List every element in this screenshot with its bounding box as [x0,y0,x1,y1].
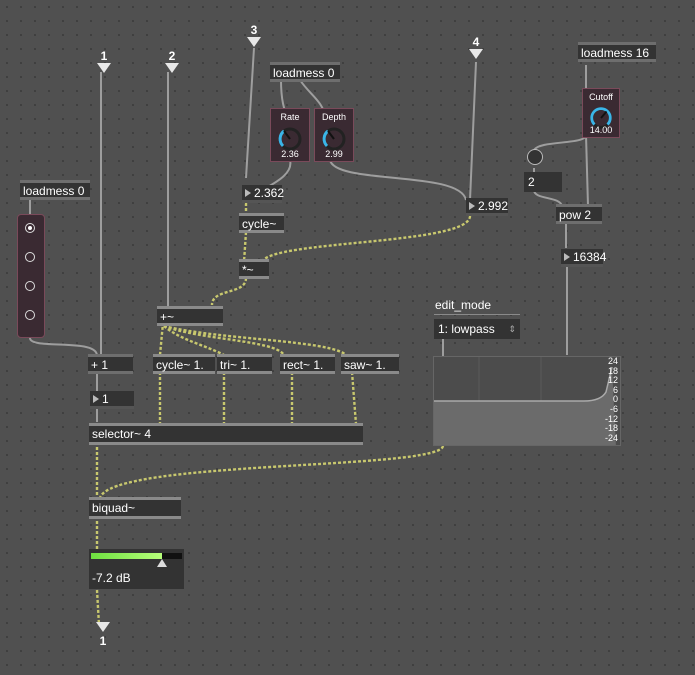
edit-mode-menu[interactable]: 1: lowpass ⇕ [434,319,520,339]
filter-graph[interactable]: 24 18 12 6 0 -6 -12 -18 -24 [433,356,621,446]
depth-knob-icon [322,127,346,151]
meter-level-bar [91,553,162,559]
gain-value: -7.2 dB [92,571,131,585]
edit-mode-selected: 1: lowpass [438,322,495,336]
multiply-object[interactable]: *~ [239,259,269,279]
cutoff-dial[interactable]: Cutoff 14.00 [582,88,620,138]
toggle-number[interactable]: 2 [524,172,562,192]
add-object[interactable]: +~ [157,306,223,326]
edit-mode-divider [434,314,520,315]
db-tick: -12 [604,413,618,424]
db-tick: 6 [612,384,618,395]
pow-object[interactable]: pow 2 [556,204,602,224]
loadmess-cutoff[interactable]: loadmess 16 [578,42,656,62]
inlet-3[interactable]: 3 [244,24,264,48]
inlet-arrow-icon [165,63,179,73]
rate-knob-icon [278,127,302,151]
outlet-1[interactable]: 1 [93,622,113,648]
toggle-button[interactable] [527,149,543,165]
tri-object[interactable]: tri~ 1. [217,354,272,374]
saw-object[interactable]: saw~ 1. [341,354,399,374]
loadmess-wave[interactable]: loadmess 0 [20,180,90,200]
gain-slider-handle-icon[interactable] [157,559,167,567]
outlet-arrow-icon [96,622,110,632]
cycle-lfo-object[interactable]: cycle~ [239,213,284,233]
inlet-1[interactable]: 1 [94,50,114,74]
depth-label: Depth [321,112,347,122]
rate-value: 2.36 [281,149,299,159]
meter-track [91,553,182,559]
cutoff-knob-icon [590,107,612,129]
depth-number[interactable]: 2.992 [466,198,508,216]
db-tick: -18 [604,423,618,434]
radio-option-4[interactable] [25,310,35,320]
depth-value: 2.99 [325,149,343,159]
cutoff-value: 14.00 [589,125,613,135]
updown-arrows-icon: ⇕ [508,324,516,334]
db-tick: -24 [604,432,618,443]
db-tick: 0 [612,394,618,405]
inlet-arrow-icon [97,63,111,73]
waveform-index-number[interactable]: 1 [90,391,134,409]
cycle-object[interactable]: cycle~ 1. [153,354,215,374]
inlet-3-number: 3 [250,23,258,37]
biquad-object[interactable]: biquad~ [89,497,181,519]
rate-label: Rate [280,112,300,122]
inlet-2[interactable]: 2 [162,50,182,74]
db-tick: -6 [609,403,618,414]
selector-object[interactable]: selector~ 4 [89,423,363,445]
inlet-2-number: 2 [168,49,176,63]
rate-dial[interactable]: Rate 2.36 [270,108,310,162]
db-tick: 12 [607,375,618,386]
filter-db-scale: 24 18 12 6 0 -6 -12 -18 -24 [604,357,618,443]
db-tick: 18 [607,365,618,376]
waveform-radio-group[interactable] [17,214,45,338]
cutoff-label: Cutoff [589,92,613,102]
plus-one-object[interactable]: + 1 [88,354,133,374]
inlet-4-number: 4 [472,35,480,49]
edit-mode-label: edit_mode [435,298,492,312]
db-tick: 24 [607,356,618,366]
rate-number[interactable]: 2.362 [242,185,284,203]
radio-option-1[interactable] [25,223,35,233]
inlet-arrow-icon [247,37,261,47]
depth-dial[interactable]: Depth 2.99 [314,108,354,162]
filter-response-curve [434,357,616,445]
outlet-1-number: 1 [99,634,107,648]
inlet-1-number: 1 [100,49,108,63]
inlet-arrow-icon [469,49,483,59]
inlet-4[interactable]: 4 [466,36,486,60]
gain-meter[interactable]: -7.2 dB [89,549,184,589]
radio-option-3[interactable] [25,281,35,291]
radio-option-2[interactable] [25,252,35,262]
loadmess-lfo[interactable]: loadmess 0 [270,62,340,82]
rect-object[interactable]: rect~ 1. [280,354,335,374]
pow-output-number[interactable]: 16384 [561,249,606,267]
